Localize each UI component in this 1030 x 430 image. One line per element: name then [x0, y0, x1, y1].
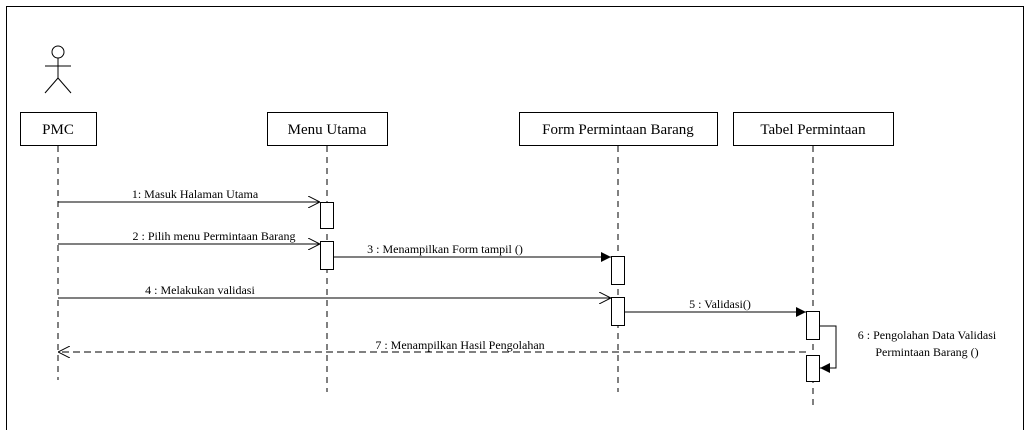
message-6-self-call: 6 : Pengolahan Data Validasi Permintaan … [820, 325, 997, 373]
message-3-label: 3 : Menampilkan Form tampil () [367, 242, 523, 256]
message-6-label-line1: 6 : Pengolahan Data Validasi [858, 328, 997, 342]
message-4: 4 : Melakukan validasi [58, 283, 611, 298]
lifeline-head-menu-utama: Menu Utama [267, 112, 388, 146]
diagram-frame [6, 6, 1024, 430]
message-2-label: 2 : Pilih menu Permintaan Barang [133, 229, 296, 243]
message-3: 3 : Menampilkan Form tampil () [334, 242, 611, 262]
message-1-label: 1: Masuk Halaman Utama [132, 187, 259, 201]
lifeline-label-menu-utama: Menu Utama [288, 122, 367, 138]
activation-form-2 [611, 297, 625, 326]
lifeline-head-tabel-permintaan: Tabel Permintaan [733, 112, 894, 146]
lifeline-label-tabel-permintaan: Tabel Permintaan [760, 122, 866, 138]
message-5: 5 : Validasi() [625, 297, 806, 317]
message-7-return: 7 : Menampilkan Hasil Pengolahan [58, 338, 806, 352]
message-4-label: 4 : Melakukan validasi [145, 283, 255, 297]
activation-menu-2 [320, 241, 334, 270]
message-1: 1: Masuk Halaman Utama [58, 187, 320, 202]
message-6-label-line2: Permintaan Barang () [875, 345, 978, 359]
activation-form-1 [611, 256, 625, 285]
lifeline-head-form-permintaan-barang: Form Permintaan Barang [519, 112, 718, 146]
activation-menu-1 [320, 202, 334, 229]
lifeline-head-pmc: PMC [20, 112, 97, 146]
message-7-label: 7 : Menampilkan Hasil Pengolahan [375, 338, 544, 352]
activation-tabel-1 [806, 311, 820, 340]
lifeline-label-pmc: PMC [42, 122, 74, 138]
message-5-label: 5 : Validasi() [689, 297, 751, 311]
actor-figure-icon [44, 45, 72, 94]
message-2: 2 : Pilih menu Permintaan Barang [58, 229, 320, 244]
lifeline-label-form-permintaan-barang: Form Permintaan Barang [542, 122, 694, 138]
activation-tabel-2 [806, 355, 820, 382]
